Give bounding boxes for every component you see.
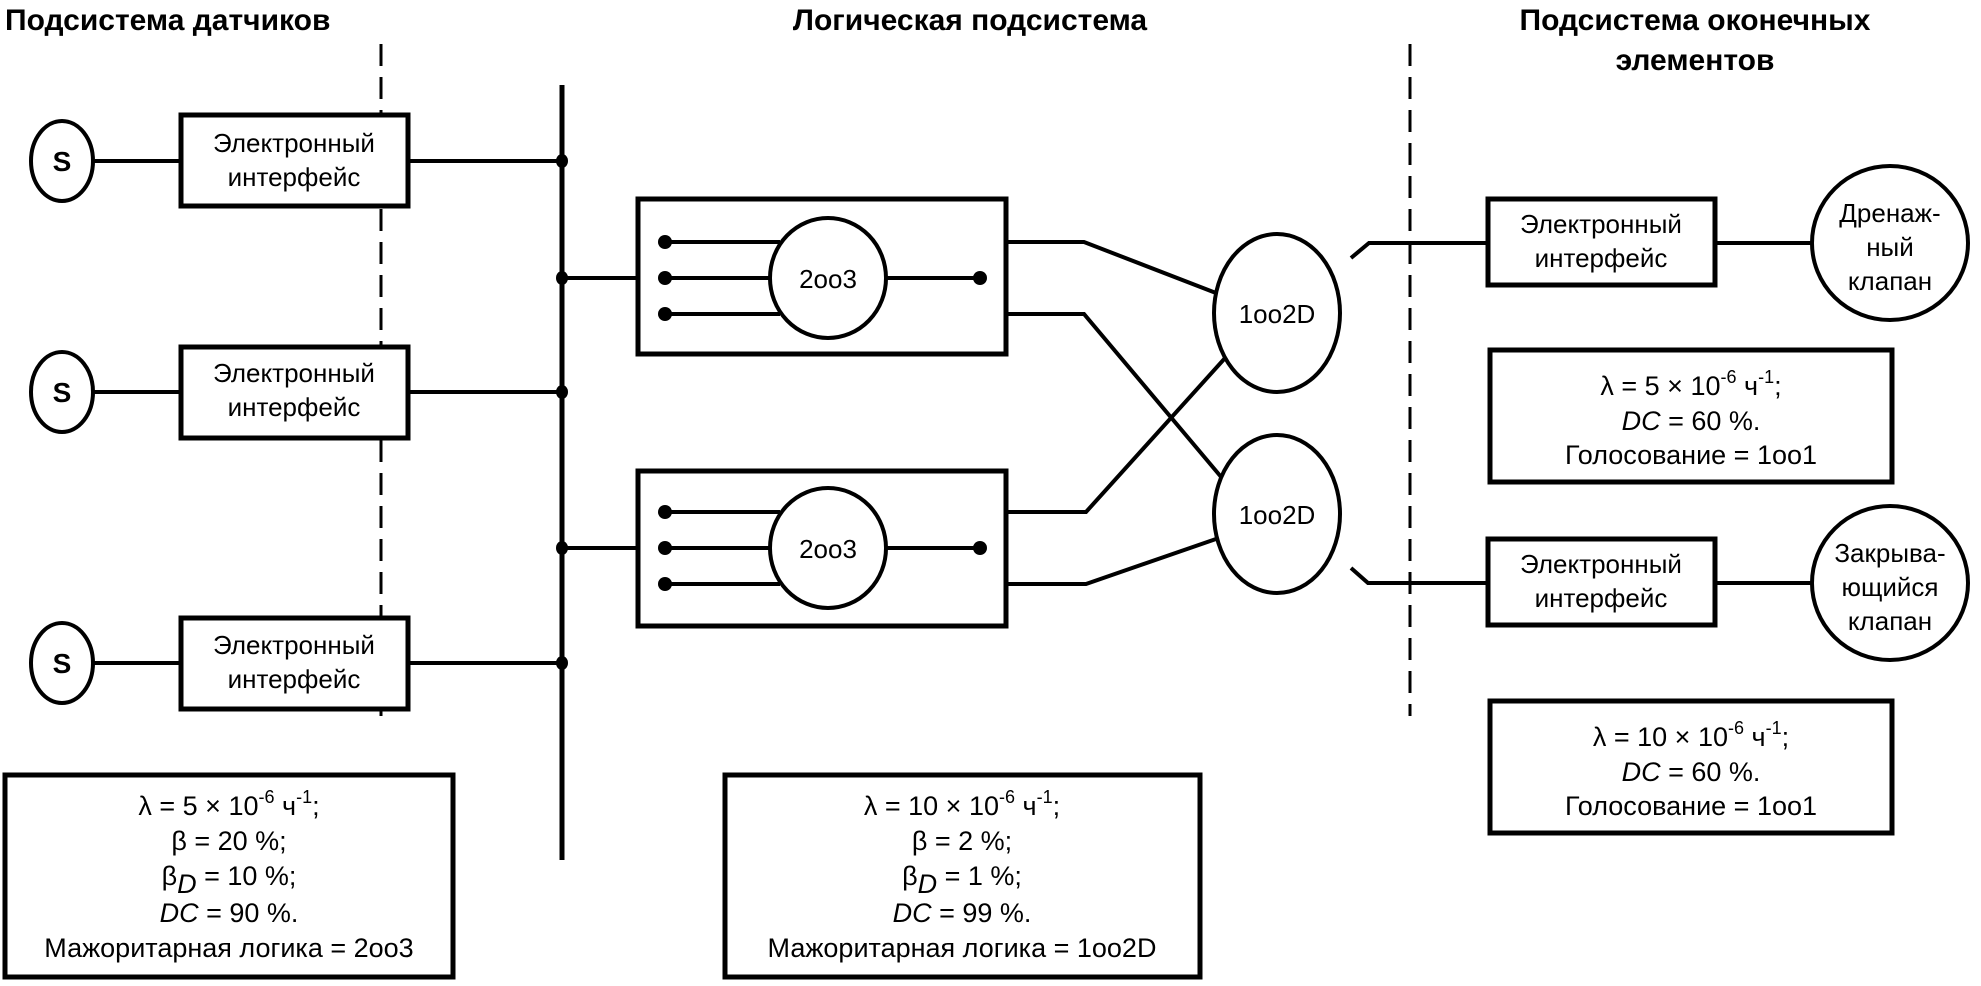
diagnostic-voter-2-icon [1212, 433, 1342, 595]
valve-label-line1: Дренаж- [1839, 198, 1940, 228]
sensor-label: S [53, 146, 72, 177]
valve-label-line2: ный [1866, 232, 1914, 262]
diagnostic-voter-label: 1oo2D [1239, 299, 1316, 329]
final-element-1-params-box: λ = 5 × 10-6 ч-1; DC = 60 %. Голосование… [1487, 347, 1895, 485]
shutoff-valve-icon [1810, 504, 1970, 662]
param-lambda: λ = 5 × 10-6 ч-1; [1600, 367, 1781, 401]
output-line-1 [1349, 241, 1488, 260]
param-voting: Голосование = 1oo1 [1565, 791, 1817, 821]
valve-label-line3: клапан [1848, 606, 1932, 636]
electronic-interface-box [178, 615, 411, 712]
interface-label-line1: Электронный [1520, 549, 1682, 579]
header-final-subsystem-line1: Подсистема оконечных [1520, 4, 1871, 37]
sensor-icon [29, 621, 95, 705]
output-line-2 [1349, 566, 1488, 585]
param-dc: DC = 60 %. [1622, 406, 1761, 436]
voter-label: 2oo3 [799, 264, 857, 294]
final-element-row-2: Электронный интерфейс Закрыва- ющийся кл… [1485, 504, 1970, 662]
voter-block-2: 2oo3 [635, 468, 1009, 629]
param-voting: Мажоритарная логика = 2oo3 [44, 933, 413, 963]
sensor-row-2: S Электронный интерфейс [29, 344, 562, 441]
param-beta-d: βD = 1 %; [902, 861, 1022, 899]
sensor-icon [29, 119, 95, 203]
param-beta: β = 20 %; [171, 826, 286, 856]
interface-label-line2: интерфейс [1535, 583, 1668, 613]
final-element-row-1: Электронный интерфейс Дренаж- ный клапан [1485, 164, 1970, 322]
diagnostic-voter-label: 1oo2D [1239, 500, 1316, 530]
interface-label-line2: интерфейс [228, 392, 361, 422]
drain-valve-icon [1810, 164, 1970, 322]
sensor-params-box: λ = 5 × 10-6 ч-1; β = 20 %; βD = 10 %; D… [2, 772, 456, 980]
interface-label-line1: Электронный [1520, 209, 1682, 239]
valve-label-line2: ющийся [1841, 572, 1938, 602]
cross-connections [1006, 240, 1228, 586]
electronic-interface-box [1485, 196, 1718, 288]
logic-params-box: λ = 10 × 10-6 ч-1; β = 2 %; βD = 1 %; DC… [722, 772, 1203, 980]
interface-label-line2: интерфейс [228, 162, 361, 192]
param-dc: DC = 90 %. [160, 898, 299, 928]
header-logic-subsystem: Логическая подсистема [793, 4, 1148, 37]
param-lambda: λ = 10 × 10-6 ч-1; [1593, 718, 1789, 752]
sensor-row-1: S Электронный интерфейс [29, 112, 562, 209]
voter-block-1: 2oo3 [635, 196, 1009, 357]
interface-label-line2: интерфейс [228, 664, 361, 694]
sensor-row-3: S Электронный интерфейс [29, 615, 562, 712]
electronic-interface-box [178, 112, 411, 209]
valve-label-line1: Закрыва- [1834, 538, 1945, 568]
voter-label: 2oo3 [799, 534, 857, 564]
interface-label-line2: интерфейс [1535, 243, 1668, 273]
param-dc: DC = 60 %. [1622, 757, 1761, 787]
valve-label-line3: клапан [1848, 266, 1932, 296]
interface-label-line1: Электронный [213, 630, 375, 660]
param-lambda: λ = 5 × 10-6 ч-1; [138, 787, 319, 821]
sensor-icon [29, 350, 95, 434]
param-dc: DC = 99 %. [893, 898, 1032, 928]
diagnostic-voter-1-icon [1212, 232, 1342, 394]
interface-label-line1: Электронный [213, 128, 375, 158]
header-sensor-subsystem: Подсистема датчиков [5, 4, 330, 37]
sensor-label: S [53, 377, 72, 408]
sensor-label: S [53, 648, 72, 679]
electronic-interface-box [1485, 536, 1718, 628]
param-beta: β = 2 %; [912, 826, 1012, 856]
param-voting: Мажоритарная логика = 1oo2D [768, 933, 1157, 963]
interface-label-line1: Электронный [213, 358, 375, 388]
param-lambda: λ = 10 × 10-6 ч-1; [864, 787, 1060, 821]
final-element-2-params-box: λ = 10 × 10-6 ч-1; DC = 60 %. Голосовани… [1487, 698, 1895, 836]
header-final-subsystem-line2: элементов [1616, 44, 1775, 77]
param-beta-d: βD = 10 %; [162, 861, 297, 899]
param-voting: Голосование = 1oo1 [1565, 440, 1817, 470]
